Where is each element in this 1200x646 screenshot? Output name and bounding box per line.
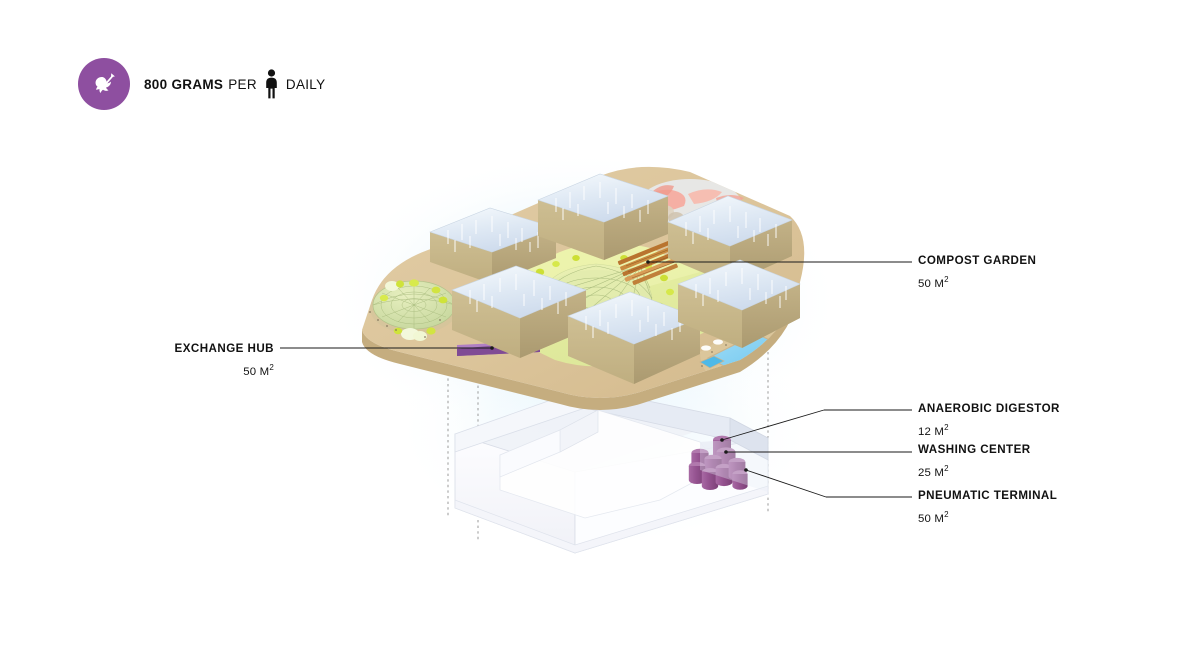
greenhouse-dome — [369, 279, 458, 341]
hex-block — [677, 259, 801, 348]
people-dots-right — [701, 315, 791, 379]
person-pictogram-icon — [266, 69, 277, 99]
tray-back-wall-left — [454, 387, 586, 453]
leader-anaerobic-digestor — [720, 409, 912, 442]
header-connector: PER — [228, 76, 257, 92]
callout-pneumatic-terminal: PNEUMATIC TERMINAL 50 M2 — [918, 488, 1057, 528]
facade-streaks — [685, 206, 777, 246]
dome-garden-patch — [555, 312, 577, 324]
dome-grid — [539, 265, 653, 324]
header-metric: 800 GRAMS PER DAILY — [78, 58, 325, 110]
ambient-glow-lower — [390, 310, 820, 550]
compost-garden-beds — [617, 239, 687, 285]
tray-back-wall-far — [729, 417, 769, 461]
callout-area: 50 M2 — [243, 363, 274, 378]
callout-title: WASHING CENTER — [918, 443, 1031, 456]
tray-inner-floor — [499, 409, 721, 519]
hex-block — [667, 195, 793, 284]
tank — [716, 447, 736, 473]
tank — [691, 448, 709, 473]
tray-wall-right — [574, 437, 769, 554]
hex-block — [429, 207, 557, 284]
tray-wall-left — [454, 433, 576, 554]
digester-tank-cluster — [688, 435, 748, 490]
callout-area: 12 M2 — [918, 423, 949, 438]
leader-exchange-hub — [280, 346, 494, 350]
pink-canopy-structure — [634, 179, 744, 231]
tray-bottom-band — [454, 485, 769, 554]
leader-lines — [280, 260, 912, 498]
tray-glass-front-right — [700, 440, 768, 492]
tank — [704, 454, 722, 479]
tank — [701, 468, 719, 490]
callout-area: 50 M2 — [918, 275, 949, 290]
callout-title: PNEUMATIC TERMINAL — [918, 489, 1058, 502]
header-frequency: DAILY — [285, 76, 326, 92]
facade-streaks — [585, 300, 681, 340]
tray-rim-top-right — [700, 418, 768, 452]
tray-back-wall-right — [584, 387, 731, 441]
alignment-guides — [447, 352, 769, 540]
hex-block — [451, 265, 587, 358]
tree-cluster-left — [379, 279, 448, 341]
tank — [713, 435, 731, 461]
tank — [715, 463, 733, 487]
facade-streaks — [469, 274, 567, 314]
lawn-shade-left — [460, 270, 520, 330]
tray-partition-wall — [559, 409, 599, 453]
callout-title: ANAEROBIC DIGESTOR — [918, 402, 1060, 415]
tank — [728, 457, 746, 481]
header-label: 800 GRAMS PER DAILY — [144, 69, 325, 99]
tray-partition-left — [499, 429, 561, 478]
leader-washing-center — [724, 450, 912, 454]
hex-block — [567, 291, 701, 384]
central-lawn — [460, 242, 749, 367]
tank — [732, 470, 748, 490]
leader-pneumatic-terminal — [744, 468, 912, 498]
platform-underside — [362, 282, 800, 410]
tray-chamber-divider — [700, 440, 730, 466]
facade-streaks — [447, 216, 539, 252]
ambient-glow — [325, 150, 845, 450]
hex-block — [537, 173, 669, 260]
facade-streaks — [555, 182, 649, 222]
callout-anaerobic-digestor: ANAEROBIC DIGESTOR 12 M2 — [918, 401, 1060, 441]
callout-area: 50 M2 — [918, 510, 949, 525]
lawn-highlight — [520, 242, 700, 300]
umbrellas — [701, 311, 795, 377]
callout-title: EXCHANGE HUB — [174, 342, 274, 355]
facade-streaks — [695, 268, 787, 308]
leader-compost-garden — [646, 260, 912, 264]
tray-rim-top-left — [455, 388, 700, 472]
lawn-trees — [526, 252, 674, 324]
platform-deck — [362, 166, 805, 398]
exchange-hub-strip — [457, 341, 540, 356]
callout-compost-garden: COMPOST GARDEN 50 M2 — [918, 253, 1036, 293]
callout-title: COMPOST GARDEN — [918, 254, 1037, 267]
ground-platform — [362, 166, 805, 410]
central-dome — [539, 263, 653, 326]
people-dots-left — [369, 311, 441, 338]
header-amount: 800 GRAMS — [144, 76, 224, 92]
pool-complex — [699, 295, 796, 382]
tank — [688, 462, 706, 485]
underground-service-level — [454, 387, 769, 554]
callout-exchange-hub: EXCHANGE HUB 50 M2 — [175, 341, 274, 381]
compost-waste-icon — [78, 58, 130, 110]
callout-area: 25 M2 — [918, 464, 949, 479]
pools — [699, 295, 796, 379]
callout-washing-center: WASHING CENTER 25 M2 — [918, 442, 1031, 482]
